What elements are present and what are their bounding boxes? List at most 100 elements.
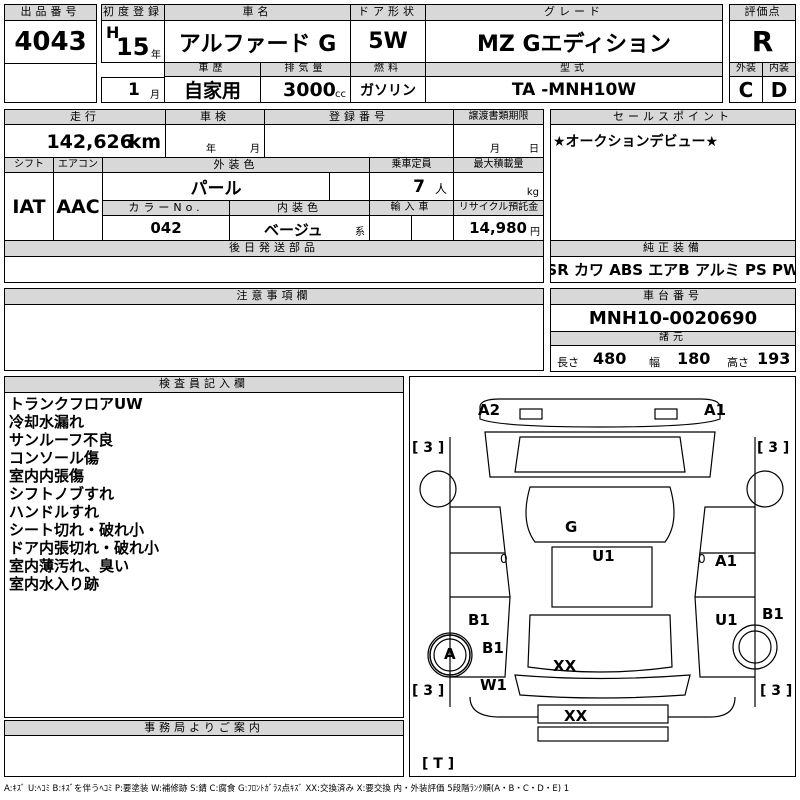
- bracket-bottom-left: [ 3 ]: [412, 683, 445, 699]
- displacement: 3000: [283, 79, 336, 101]
- mark-g: G: [565, 518, 578, 536]
- sales-point-label: セールスポイント: [550, 109, 796, 125]
- ac-label: エアコン: [53, 157, 103, 173]
- color-no: 042: [102, 215, 230, 241]
- import-box: [369, 215, 412, 241]
- recycle-box: 14,980 円: [453, 215, 544, 241]
- displacement-unit: cc: [335, 89, 346, 100]
- mark-zero-left: 0: [500, 552, 508, 566]
- grade-label: グレード: [425, 4, 723, 21]
- front-bumper-outline: [479, 398, 721, 428]
- door-label: ドア形状: [350, 4, 426, 21]
- first-reg-year: 15: [116, 33, 150, 61]
- rear-plate-area: [537, 726, 669, 742]
- transfer-box: 月 日: [453, 124, 544, 158]
- mark-b1-left-door: B1: [468, 611, 490, 629]
- inspector-label: 検査員記入欄: [4, 376, 404, 393]
- month-unit: 月: [150, 90, 160, 101]
- mark-xx-rear-bumper: XX: [564, 707, 588, 725]
- caution-box: [4, 304, 544, 371]
- inspector-note: トランクフロアUW: [9, 395, 143, 413]
- fuel: ガソリン: [350, 76, 426, 103]
- windshield: [525, 486, 675, 543]
- displacement-box: 3000 cc: [260, 76, 351, 103]
- capacity-label: 乗車定員: [369, 157, 454, 173]
- inspector-note: 室内内張傷: [9, 467, 85, 485]
- inspector-note: サンルーフ不良: [9, 431, 114, 449]
- caution-label: 注意事項欄: [4, 288, 544, 305]
- color-label: 外装色: [102, 157, 370, 173]
- interior-color-box: ベージュ 系: [229, 215, 370, 241]
- score: R: [729, 20, 796, 63]
- mileage: 142,626: [46, 131, 133, 153]
- lot-blank: [4, 63, 97, 103]
- width: 180: [677, 349, 711, 368]
- mileage-unit: km: [128, 131, 161, 153]
- model: TA -MNH10W: [425, 76, 723, 103]
- transfer-day-unit: 日: [529, 144, 539, 155]
- lot-number: 4043: [4, 20, 97, 64]
- door: 5W: [350, 20, 426, 63]
- rear-glass: [527, 614, 673, 673]
- hood-outline: [484, 431, 716, 478]
- rear-left-wheel-inner: [433, 638, 467, 672]
- color: パール: [102, 172, 330, 201]
- office-label: 事務局よりご案内: [4, 720, 404, 736]
- length-label: 長さ: [557, 356, 579, 369]
- inspection-box: 年 月: [165, 124, 265, 158]
- mark-a-wheel: A: [444, 645, 456, 663]
- ac: AAC: [53, 172, 103, 241]
- right-body-side: [694, 437, 756, 707]
- color-no-label: カラーNo.: [102, 200, 230, 216]
- max-load-box: kg: [453, 172, 544, 201]
- hood-inner: [514, 436, 686, 473]
- length: 480: [593, 349, 627, 368]
- inspector-note: コンソール傷: [9, 449, 100, 467]
- import-box-2: [411, 215, 454, 241]
- rear-hatch: [514, 674, 691, 699]
- displacement-label: 排気量: [260, 62, 351, 77]
- inspector-note: シフトノブすれ: [9, 485, 115, 503]
- rear-right-wheel-inner: [738, 630, 772, 664]
- capacity-box: 7 人: [369, 172, 454, 201]
- rear-left-wheel: [427, 632, 473, 678]
- mark-a2: A2: [478, 401, 501, 419]
- exterior-label: 外装: [729, 62, 763, 77]
- fuel-label: 燃料: [350, 62, 426, 77]
- capacity: 7: [413, 177, 425, 197]
- car-name: アルファード G: [164, 20, 351, 63]
- mark-u1-roof: U1: [592, 547, 615, 565]
- front-left-lamp: [519, 408, 543, 420]
- inspector-note: ハンドルすれ: [9, 503, 100, 521]
- equipment-label: 純正装備: [550, 240, 796, 257]
- mark-b1-left-quarter: B1: [482, 639, 504, 657]
- insp-month-unit: 月: [250, 144, 260, 155]
- model-label: 型式: [425, 62, 723, 77]
- reg-no-label: 登録番号: [264, 109, 454, 125]
- inspector-note: 室内薄汚れ、臭い: [9, 557, 130, 575]
- history: 自家用: [164, 76, 261, 103]
- sales-point-box: ★オークションデビュー★: [550, 124, 796, 241]
- trunk-mark: [ T ]: [422, 756, 455, 772]
- car-diagram: A2 A1 [ 3 ] [ 3 ] G U1 0 0 A1 B1 U1 B1 A…: [409, 376, 796, 777]
- spec-label: 諸元: [550, 331, 796, 346]
- office-box: [4, 735, 404, 777]
- rear-right-wheel: [732, 624, 778, 670]
- mark-zero-right: 0: [698, 552, 706, 566]
- mileage-label: 走行: [4, 109, 166, 125]
- import-label: 輸入車: [369, 200, 454, 216]
- reg-no-box: [264, 124, 454, 158]
- equipment-items: SR カワ ABS エアB アルミ PS PW: [550, 256, 796, 283]
- legend: A:ｷｽﾞ U:ﾍｺﾐ B:ｷｽﾞを伴うﾍｺﾐ P:要塗装 W:補修跡 S:錆 …: [4, 784, 570, 794]
- bracket-top-right: [ 3 ]: [757, 440, 790, 456]
- max-load-unit: kg: [526, 187, 539, 198]
- height-label: 高さ: [727, 356, 749, 369]
- transfer-month-unit: 月: [490, 144, 500, 155]
- mark-a1-right-door: A1: [715, 552, 738, 570]
- inspector-note: 室内水入り跡: [9, 575, 100, 593]
- roof: [551, 546, 653, 608]
- interior-color: ベージュ: [264, 221, 323, 239]
- inspector-note: シート切れ・破れ小: [9, 521, 145, 539]
- bracket-top-left: [ 3 ]: [412, 440, 445, 456]
